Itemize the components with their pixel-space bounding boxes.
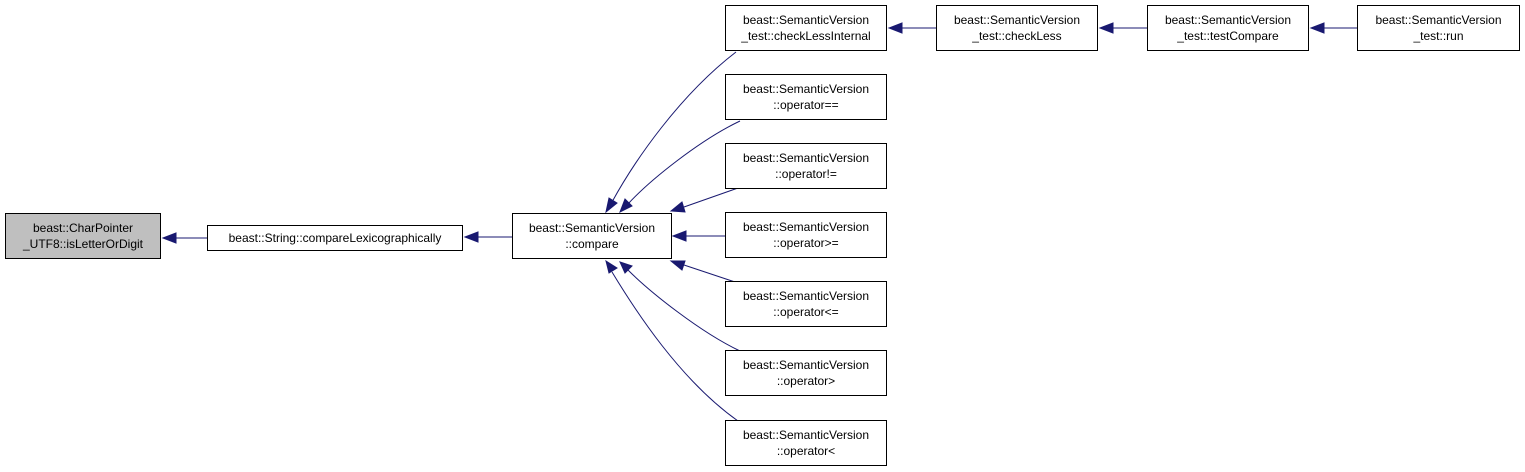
arrowhead-checkint — [887, 22, 903, 34]
node-semanticversion-operator-eq[interactable]: beast::SemanticVersion ::operator== — [725, 74, 887, 120]
arrowhead-compare-from-opne — [669, 201, 686, 213]
node-label-line2: ::operator< — [776, 444, 836, 458]
node-test-testcompare[interactable]: beast::SemanticVersion _test::testCompar… — [1147, 5, 1309, 51]
node-semanticversion-operator-gt[interactable]: beast::SemanticVersion ::operator> — [725, 350, 887, 396]
node-semanticversion-operator-lt[interactable]: beast::SemanticVersion ::operator< — [725, 420, 887, 466]
node-label-line2: _test::checkLessInternal — [741, 29, 871, 43]
arrowhead-compare-from-oplt — [605, 259, 618, 274]
arrowhead-compare-from-ople — [669, 260, 686, 271]
node-label-line2: ::operator> — [776, 374, 836, 388]
node-label-line1: beast::SemanticVersion — [528, 221, 656, 235]
node-label-line2: _UTF8::isLetterOrDigit — [22, 237, 144, 251]
arrowhead-compare-from-opgt — [619, 261, 633, 274]
node-label-line2: ::compare — [565, 237, 619, 251]
node-label-line2: ::operator== — [773, 98, 839, 112]
node-label-line1: beast::SemanticVersion — [953, 13, 1081, 27]
edge-oplt-compare — [611, 271, 739, 422]
edge-ople-compare — [683, 264, 739, 284]
node-semanticversion-operator-ge[interactable]: beast::SemanticVersion ::operator>= — [725, 212, 887, 258]
edge-opeq-compare — [627, 120, 741, 205]
arrowhead-isletter — [161, 232, 177, 244]
edge-checkint-compare — [611, 51, 737, 203]
node-label-line1: beast::SemanticVersion — [742, 428, 870, 442]
node-label-line1: beast::SemanticVersion — [742, 13, 870, 27]
arrowhead-checkless — [1098, 22, 1114, 34]
node-charpointer-isletterordigit: beast::CharPointer _UTF8::isLetterOrDigi… — [5, 213, 161, 259]
node-semanticversion-compare[interactable]: beast::SemanticVersion ::compare — [512, 213, 672, 259]
arrowhead-comparelex — [463, 231, 479, 243]
node-label-line1: beast::String::compareLexicographically — [228, 231, 442, 245]
node-test-run[interactable]: beast::SemanticVersion _test::run — [1357, 5, 1520, 51]
node-label-line1: beast::SemanticVersion — [742, 82, 870, 96]
node-label-line2: ::operator!= — [775, 167, 837, 181]
node-label-line1: beast::SemanticVersion — [1164, 13, 1292, 27]
node-string-comparelexicographically[interactable]: beast::String::compareLexicographically — [207, 225, 463, 251]
node-label-line1: beast::SemanticVersion — [742, 289, 870, 303]
node-label-line1: beast::SemanticVersion — [742, 358, 870, 372]
node-test-checkless[interactable]: beast::SemanticVersion _test::checkLess — [936, 5, 1098, 51]
node-label-line1: beast::SemanticVersion — [1375, 13, 1502, 27]
edge-opne-compare — [683, 187, 739, 208]
arrowhead-compare-from-opge — [671, 230, 687, 242]
arrowhead-compare-from-checkint — [605, 197, 618, 214]
node-label-line1: beast::SemanticVersion — [742, 220, 870, 234]
node-label-line2: _test::testCompare — [1177, 29, 1279, 43]
node-label-line1: beast::CharPointer — [32, 221, 134, 235]
node-semanticversion-operator-le[interactable]: beast::SemanticVersion ::operator<= — [725, 281, 887, 327]
node-label-line2: ::operator<= — [773, 305, 839, 319]
arrowhead-compare-from-opeq — [619, 198, 633, 214]
node-label-line1: beast::SemanticVersion — [742, 151, 870, 165]
arrowhead-testcmp — [1309, 22, 1325, 34]
edge-opgt-compare — [627, 269, 741, 352]
node-label-line2: _test::run — [1413, 29, 1464, 43]
node-label-line2: ::operator>= — [773, 236, 839, 250]
node-semanticversion-operator-ne[interactable]: beast::SemanticVersion ::operator!= — [725, 143, 887, 189]
node-label-line2: _test::checkLess — [972, 29, 1062, 43]
node-test-checklessinternal[interactable]: beast::SemanticVersion _test::checkLessI… — [725, 5, 887, 51]
